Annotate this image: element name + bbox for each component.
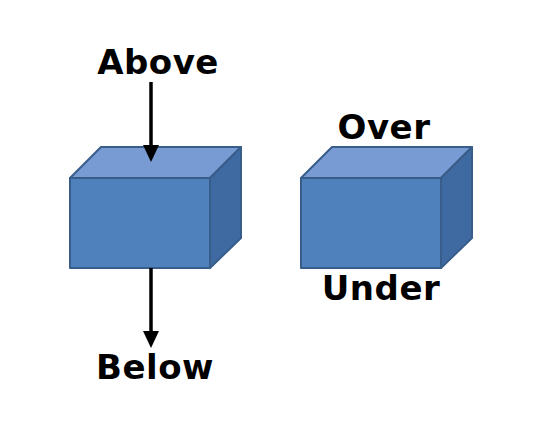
arrow-head — [143, 145, 159, 162]
box-front-face — [70, 178, 210, 268]
arrow-shaft — [149, 82, 153, 148]
position-word: Over — [338, 110, 431, 144]
right-box — [301, 147, 472, 268]
box-side-face — [441, 147, 472, 268]
down-arrow-above — [143, 82, 159, 162]
position-word: Above — [97, 45, 219, 79]
arrow-shaft — [149, 268, 153, 334]
down-arrow-below — [143, 268, 159, 348]
box-side-face — [210, 147, 241, 268]
position-word: Under — [322, 271, 440, 305]
position-word: Below — [96, 350, 214, 384]
box-front-face — [301, 178, 441, 268]
left-box — [70, 147, 241, 268]
arrow-head — [143, 331, 159, 348]
